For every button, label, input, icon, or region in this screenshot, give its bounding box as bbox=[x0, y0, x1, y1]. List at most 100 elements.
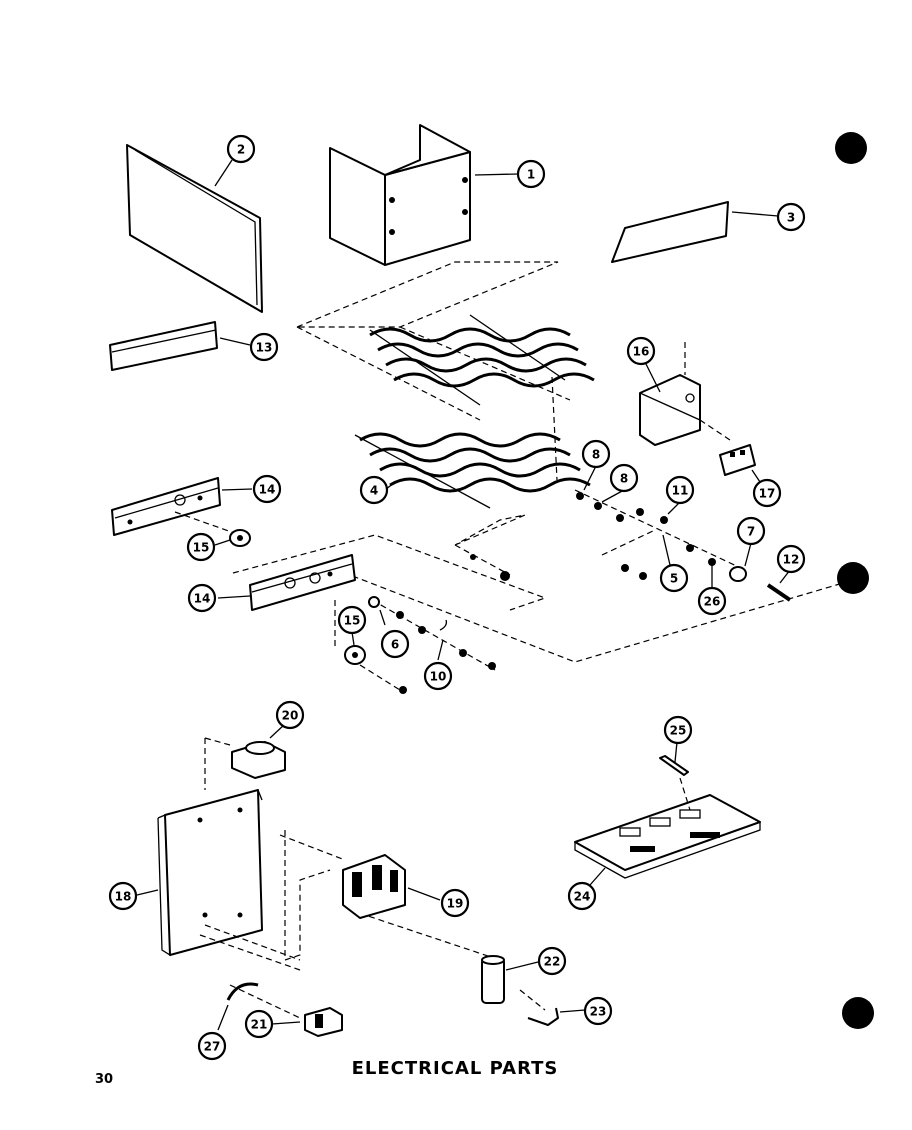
callout-c2: 2 bbox=[226, 134, 256, 164]
callout-label: 14 bbox=[259, 483, 276, 497]
callout-c21: 21 bbox=[244, 1009, 274, 1039]
callout-c14b: 14 bbox=[187, 583, 217, 613]
callout-circle bbox=[252, 474, 282, 504]
callout-c18: 18 bbox=[108, 881, 138, 911]
callout-c4: 4 bbox=[359, 475, 389, 505]
callout-label: 16 bbox=[633, 345, 650, 359]
callout-c5: 5 bbox=[659, 563, 689, 593]
part-limit-switch-lower bbox=[334, 600, 401, 691]
part-wire-harness bbox=[217, 982, 259, 1031]
callout-circle bbox=[537, 946, 567, 976]
callout-circle bbox=[187, 583, 217, 613]
callout-c20: 20 bbox=[275, 700, 305, 730]
callout-c6: 6 bbox=[380, 629, 410, 659]
callout-circle bbox=[244, 1009, 274, 1039]
callout-label: 7 bbox=[747, 525, 755, 539]
part-capacitor bbox=[481, 955, 539, 1004]
callout-circle bbox=[337, 605, 367, 635]
callout-c14a: 14 bbox=[252, 474, 282, 504]
callout-c15a: 15 bbox=[186, 532, 216, 562]
callout-circle bbox=[423, 661, 453, 691]
callout-c10: 10 bbox=[423, 661, 453, 691]
part-limit-switch-upper bbox=[214, 529, 251, 547]
part-limit-rail-upper bbox=[111, 477, 253, 536]
callout-c15b: 15 bbox=[337, 605, 367, 635]
callout-circle bbox=[776, 202, 806, 232]
registration-mark-bottom bbox=[842, 997, 874, 1029]
callout-label: 15 bbox=[193, 541, 210, 555]
part-capacitor-bracket bbox=[527, 1007, 586, 1026]
callout-label: 14 bbox=[194, 592, 211, 606]
callout-c25: 25 bbox=[663, 715, 693, 745]
part-mounting-bracket bbox=[109, 321, 251, 371]
callout-c19: 19 bbox=[440, 888, 470, 918]
callout-circle bbox=[567, 881, 597, 911]
callout-c23: 23 bbox=[583, 996, 613, 1026]
callout-circle bbox=[776, 544, 806, 574]
callout-c16: 16 bbox=[626, 336, 656, 366]
page-number: 30 bbox=[95, 1072, 114, 1087]
callout-label: 24 bbox=[574, 890, 591, 904]
part-control-panel bbox=[136, 789, 263, 957]
callout-label: 26 bbox=[704, 595, 721, 609]
callout-c17: 17 bbox=[752, 478, 782, 508]
callout-label: 20 bbox=[282, 709, 299, 723]
callout-c8b: 8 bbox=[609, 463, 639, 493]
callout-label: 8 bbox=[620, 472, 628, 486]
part-terminal-board bbox=[719, 444, 763, 486]
part-cabinet-wrapper bbox=[329, 124, 519, 266]
part-fastener-chain-lower bbox=[368, 554, 510, 694]
callout-c11: 11 bbox=[665, 475, 695, 505]
callout-label: 13 bbox=[256, 341, 273, 355]
part-contactor bbox=[342, 854, 441, 919]
callout-circle bbox=[736, 516, 766, 546]
callout-circle bbox=[186, 532, 216, 562]
part-stud bbox=[766, 569, 792, 602]
part-relay bbox=[271, 1007, 343, 1037]
part-cover-plate bbox=[611, 201, 779, 263]
callout-c12: 12 bbox=[776, 544, 806, 574]
registration-mark-middle bbox=[837, 562, 869, 594]
callout-label: 18 bbox=[115, 890, 132, 904]
callout-circle bbox=[226, 134, 256, 164]
callout-circle bbox=[275, 700, 305, 730]
part-fuse bbox=[659, 741, 691, 811]
callout-label: 19 bbox=[447, 897, 464, 911]
callout-label: 2 bbox=[237, 143, 245, 157]
callout-circle bbox=[697, 586, 727, 616]
callout-circle bbox=[583, 996, 613, 1026]
callout-c22: 22 bbox=[537, 946, 567, 976]
part-fastener-chain-upper bbox=[574, 465, 746, 590]
callout-circle bbox=[581, 439, 611, 469]
part-limit-rail-lower bbox=[217, 554, 356, 611]
callout-circle bbox=[359, 475, 389, 505]
callout-circle bbox=[249, 332, 279, 362]
callout-c8a: 8 bbox=[581, 439, 611, 469]
callout-circle bbox=[663, 715, 693, 745]
part-heater-element-upper bbox=[369, 314, 595, 406]
callout-c1: 1 bbox=[516, 159, 546, 189]
callout-circle bbox=[440, 888, 470, 918]
callout-label: 3 bbox=[787, 211, 795, 225]
part-insulator bbox=[729, 542, 752, 582]
callout-label: 8 bbox=[592, 448, 600, 462]
callout-label: 4 bbox=[370, 484, 378, 498]
callout-label: 22 bbox=[544, 955, 561, 969]
callout-label: 11 bbox=[672, 484, 689, 498]
callout-circle bbox=[665, 475, 695, 505]
callout-label: 25 bbox=[670, 724, 687, 738]
callout-c26: 26 bbox=[697, 586, 727, 616]
part-transformer bbox=[204, 723, 286, 790]
callout-circle bbox=[108, 881, 138, 911]
callout-label: 17 bbox=[759, 487, 776, 501]
callout-circle bbox=[626, 336, 656, 366]
callout-circle bbox=[516, 159, 546, 189]
callout-label: 23 bbox=[590, 1005, 607, 1019]
callout-c27: 27 bbox=[197, 1031, 227, 1061]
callout-label: 1 bbox=[527, 168, 535, 182]
callout-c24: 24 bbox=[567, 881, 597, 911]
callout-circle bbox=[380, 629, 410, 659]
callout-c13: 13 bbox=[249, 332, 279, 362]
part-side-panel bbox=[126, 144, 263, 313]
registration-mark-top bbox=[835, 132, 867, 164]
